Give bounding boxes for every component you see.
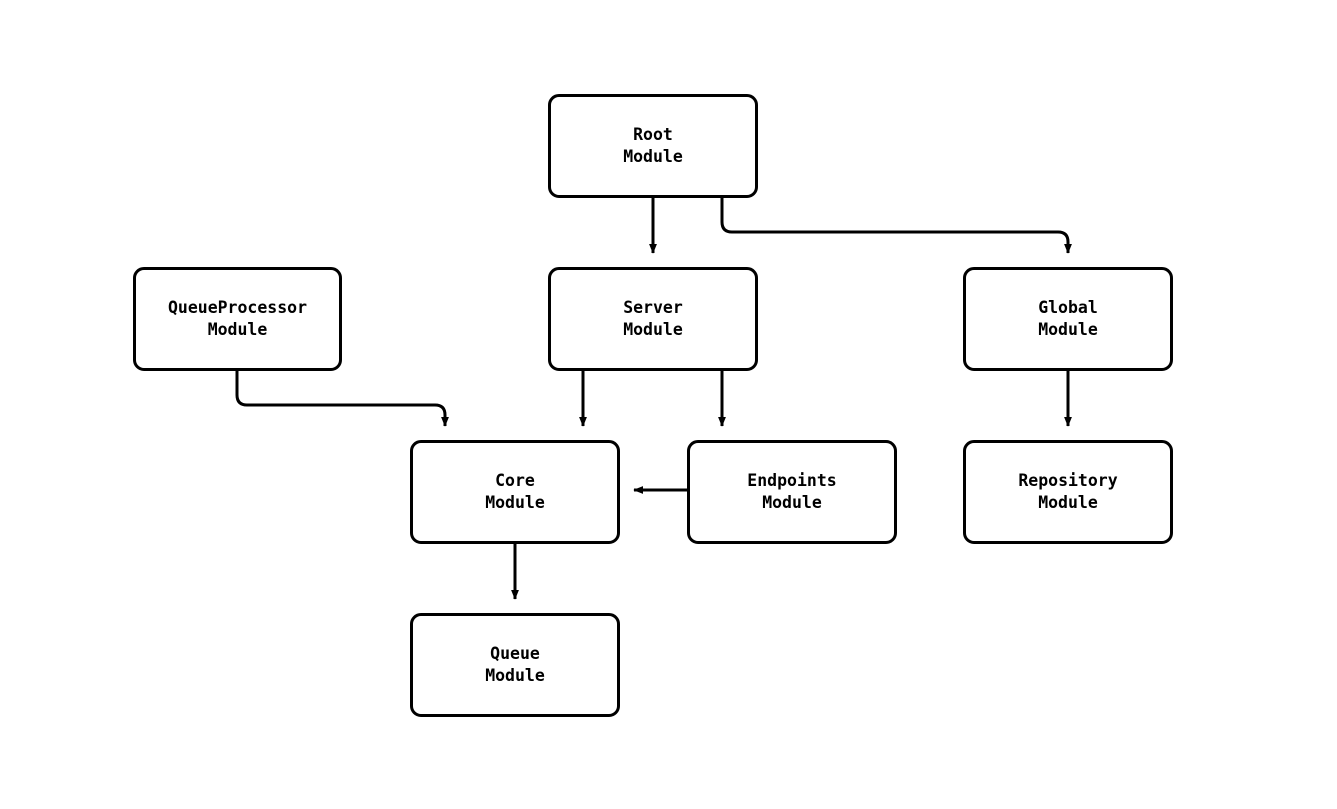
node-label-core: Core Module	[485, 471, 545, 512]
node-label-queueprocessor: QueueProcessor Module	[167, 298, 308, 339]
node-label-queue: Queue Module	[485, 644, 545, 685]
node-repository[interactable]: Repository Module	[963, 440, 1173, 544]
node-label-server: Server Module	[623, 298, 683, 339]
node-label-repository: Repository Module	[1018, 471, 1118, 512]
node-root[interactable]: Root Module	[548, 94, 758, 198]
node-core[interactable]: Core Module	[410, 440, 620, 544]
node-label-endpoints: Endpoints Module	[747, 471, 837, 512]
node-queueprocessor[interactable]: QueueProcessor Module	[133, 267, 342, 371]
node-server[interactable]: Server Module	[548, 267, 758, 371]
node-global[interactable]: Global Module	[963, 267, 1173, 371]
edge-queueprocessor-to-core	[235, 371, 449, 427]
node-queue[interactable]: Queue Module	[410, 613, 620, 717]
node-label-global: Global Module	[1038, 298, 1098, 339]
edge-root-to-global	[720, 198, 1072, 254]
node-label-root: Root Module	[623, 125, 683, 166]
node-endpoints[interactable]: Endpoints Module	[687, 440, 897, 544]
edge-group	[235, 198, 1072, 600]
